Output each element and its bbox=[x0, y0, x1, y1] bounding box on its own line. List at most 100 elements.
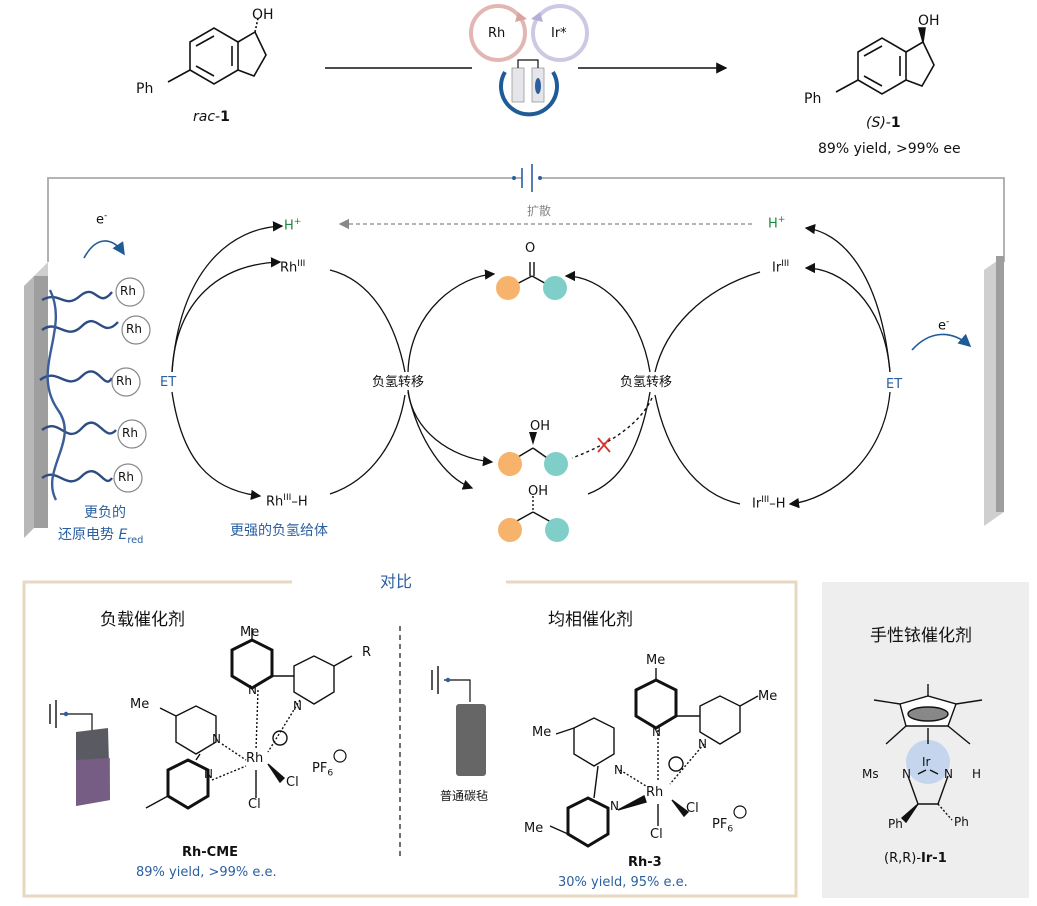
rh-cme-complex bbox=[145, 628, 353, 810]
alcohol-oh-top: OH bbox=[530, 419, 551, 434]
rhcme-me-left: Me bbox=[130, 697, 150, 712]
ir1-ph-right: Ph bbox=[954, 815, 969, 829]
rh3-me-bottom: Me bbox=[524, 821, 544, 836]
rhcme-pf6: PF6 bbox=[312, 761, 334, 779]
rh-site-2: Rh bbox=[126, 322, 142, 336]
supported-catalyst-title: 负载催化剂 bbox=[100, 610, 185, 630]
blocked-cross bbox=[597, 437, 611, 453]
alcohol-r-molecule bbox=[498, 496, 569, 542]
rhcme-r: R bbox=[362, 645, 372, 660]
catalyst-rh-label: Rh bbox=[488, 26, 506, 41]
rh3-result: 30% yield, 95% e.e. bbox=[558, 875, 688, 890]
rh-site-1: Rh bbox=[120, 284, 136, 298]
rh3-n2: N bbox=[698, 737, 707, 751]
ir1-label: (R,R)-Ir-1 bbox=[884, 851, 947, 866]
reactant-oh: OH bbox=[252, 7, 274, 23]
rh3-hydride-label: RhIII–H bbox=[266, 493, 308, 510]
rh3-pf6: PF6 bbox=[712, 817, 734, 835]
alcohol-oh-bottom: OH bbox=[528, 484, 549, 499]
pf6-charge-2 bbox=[733, 805, 747, 819]
rh3-me-right: Me bbox=[758, 689, 778, 704]
circuit-wire bbox=[47, 164, 1005, 262]
rh3-cl1: Cl bbox=[686, 801, 699, 816]
ir3-hydride-label: IrIII–H bbox=[752, 495, 786, 512]
electron-arrow-right bbox=[911, 333, 972, 351]
center-arrows bbox=[407, 269, 651, 495]
chiral-ir-title: 手性铱催化剂 bbox=[870, 626, 972, 646]
catalyst-cycle-icons bbox=[469, 4, 589, 117]
left-electrode bbox=[24, 262, 48, 538]
right-cycle bbox=[654, 223, 891, 509]
catalyst-ir-label: Ir* bbox=[551, 26, 567, 41]
h-plus-right: H+ bbox=[768, 215, 786, 232]
electron-arrow-left bbox=[83, 240, 125, 259]
rh-site-4: Rh bbox=[122, 426, 138, 440]
hydride-transfer-right: 负氢转移 bbox=[620, 375, 673, 390]
product-structure bbox=[835, 27, 935, 95]
rh-sites bbox=[111, 277, 151, 493]
blocked-transfer bbox=[571, 397, 653, 459]
electron-left-label: e- bbox=[96, 211, 108, 228]
comparison-frame bbox=[22, 580, 798, 898]
carbon-felt-label: 普通碳毡 bbox=[440, 789, 489, 803]
left-cycle bbox=[171, 221, 406, 501]
rh3-n1: N bbox=[652, 725, 661, 739]
h-plus-left: H+ bbox=[284, 217, 302, 234]
homogeneous-catalyst-title: 均相催化剂 bbox=[548, 610, 633, 630]
rh-cme-result: 89% yield, >99% e.e. bbox=[136, 865, 277, 880]
ketone-molecule bbox=[496, 262, 567, 300]
et-left: ET bbox=[160, 375, 177, 390]
rh3-label: RhIII bbox=[280, 259, 306, 276]
top-result: 89% yield, >99% ee bbox=[818, 141, 961, 157]
chiral-panel bbox=[822, 582, 1029, 898]
stronger-donor-label: 更强的负氢给体 bbox=[230, 523, 328, 539]
comparison-title: 对比 bbox=[380, 572, 413, 591]
product-ph: Ph bbox=[804, 91, 822, 107]
ir1-n-left: N bbox=[902, 767, 911, 781]
rhcme-n3: N bbox=[212, 732, 221, 746]
reactant-structure bbox=[167, 17, 267, 85]
rh-cme-name: Rh-CME bbox=[182, 845, 239, 860]
electron-right-label: e- bbox=[938, 317, 950, 334]
rh3-n3: N bbox=[614, 763, 623, 777]
rh3-cl2: Cl bbox=[650, 827, 663, 842]
polymer-chains bbox=[39, 289, 119, 501]
rh3-n4: N bbox=[610, 799, 619, 813]
product-oh: OH bbox=[918, 13, 940, 29]
rh-site-5: Rh bbox=[118, 470, 134, 484]
diffusion-label: 扩散 bbox=[527, 204, 552, 218]
ir1-ir: Ir bbox=[922, 755, 931, 769]
reactant-label: rac-1 bbox=[193, 109, 230, 125]
rh-cme-electrode bbox=[49, 700, 110, 806]
ir1-n-right: N bbox=[944, 767, 953, 781]
ir1-h: H bbox=[972, 767, 982, 781]
ketone-o: O bbox=[525, 241, 536, 256]
pf6-charge-1 bbox=[333, 749, 347, 763]
rh-site-3: Rh bbox=[116, 374, 132, 388]
alcohol-s-molecule bbox=[498, 432, 568, 476]
rhcme-n1: N bbox=[248, 683, 257, 697]
rhcme-n2: N bbox=[293, 699, 302, 713]
rhcme-rh: Rh bbox=[246, 751, 264, 766]
carbon-felt-electrode bbox=[431, 666, 486, 776]
ir3-label: IrIII bbox=[772, 259, 790, 276]
reactant-ph: Ph bbox=[136, 81, 154, 97]
rh3-name: Rh-3 bbox=[628, 855, 662, 870]
right-electrode bbox=[984, 256, 1004, 526]
rhcme-cl2: Cl bbox=[248, 797, 261, 812]
ir1-complex bbox=[873, 684, 983, 824]
rh3-rh: Rh bbox=[646, 785, 664, 800]
rh3-me-top: Me bbox=[646, 653, 666, 668]
electrode-caption-line2: 还原电势 Ered bbox=[58, 527, 144, 546]
rh3-complex bbox=[549, 668, 759, 848]
rhcme-me-top: Me bbox=[240, 625, 260, 640]
rhcme-n4: N bbox=[204, 767, 213, 781]
et-right: ET bbox=[886, 377, 903, 392]
electrode-caption-line1: 更负的 bbox=[84, 505, 126, 521]
rh3-me-left: Me bbox=[532, 725, 552, 740]
product-label: (S)-1 bbox=[866, 115, 901, 131]
ir1-ph-left: Ph bbox=[888, 817, 903, 831]
rhcme-cl1: Cl bbox=[286, 775, 299, 790]
ir1-ms: Ms bbox=[862, 767, 879, 781]
